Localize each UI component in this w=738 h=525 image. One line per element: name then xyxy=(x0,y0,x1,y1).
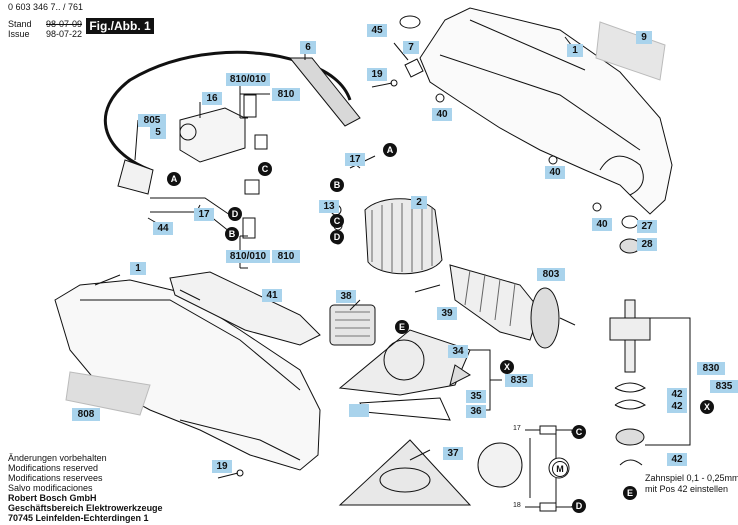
part-tag-808: 808 xyxy=(72,408,100,421)
note-line: Modifications reservees xyxy=(8,473,103,483)
gear-adjust-note: mit Pos 42 einstellen xyxy=(645,484,729,494)
part-tag-44: 44 xyxy=(153,222,173,235)
schematic-circle-lg xyxy=(477,442,523,488)
part-tag-17-top: 17 xyxy=(345,153,365,166)
base-plate xyxy=(338,329,471,396)
housing-half-top xyxy=(419,7,673,215)
note-line: Salvo modificaciones xyxy=(8,483,93,493)
part-tag-34: 34 xyxy=(448,345,468,358)
label-808-sheet xyxy=(65,371,151,416)
part-tag-830: 830 xyxy=(697,362,725,375)
stand-label: Stand xyxy=(8,19,32,29)
marker-x-mid: X xyxy=(500,360,514,374)
marker-a-right: A xyxy=(383,143,397,157)
part-tag-17-left: 17 xyxy=(194,208,214,221)
part-tag-37: 37 xyxy=(443,447,463,460)
marker-e-gear: E xyxy=(623,486,637,500)
company-address: 70745 Leinfelden-Echterdingen 1 xyxy=(8,513,149,523)
company-name: Robert Bosch GmbH xyxy=(8,493,97,503)
part-tag-45: 45 xyxy=(367,24,387,37)
stand-date: 98-07-09 xyxy=(46,19,83,29)
part-tag-19-bottom: 19 xyxy=(212,460,232,473)
part-tag-810-010-top: 810/010 xyxy=(226,73,270,86)
figure-label: Fig./Abb. 1 xyxy=(86,18,154,34)
part-tag-41: 41 xyxy=(262,289,282,302)
part-tag-40-c: 40 xyxy=(592,218,612,231)
part-tag-810-010-bottom: 810/010 xyxy=(226,250,270,263)
marker-e-plate: E xyxy=(395,320,409,334)
stator-2 xyxy=(364,198,443,275)
part-tag-1-left: 1 xyxy=(130,262,146,275)
part-tag-27: 27 xyxy=(637,220,657,233)
spindle-gear xyxy=(609,299,651,373)
power-cable xyxy=(103,50,352,172)
part-tag-835-mid: 835 xyxy=(505,374,533,387)
marker-d-mid: D xyxy=(330,230,344,244)
part-tag-42-b: 42 xyxy=(667,400,687,413)
issue-date: 98-07-22 xyxy=(46,29,83,39)
marker-c-left: C xyxy=(258,162,272,176)
part-tag-28: 28 xyxy=(637,238,657,251)
marker-b-left: B xyxy=(225,227,239,241)
part-tag-13: 13 xyxy=(319,200,339,213)
part-tag-5: 5 xyxy=(150,126,166,139)
part-tag-39: 39 xyxy=(437,307,457,320)
part-tag-42-c: 42 xyxy=(667,453,687,466)
schematic-wire-17: 17 xyxy=(513,425,521,432)
marker-b-top: B xyxy=(330,178,344,192)
marker-c-schematic: C xyxy=(572,425,586,439)
part-tag-40-a: 40 xyxy=(432,108,452,121)
note-line: Änderungen vorbehalten xyxy=(8,453,107,463)
part-tag-19-top: 19 xyxy=(367,68,387,81)
marker-a-left: A xyxy=(167,172,181,186)
part-tag-35: 35 xyxy=(466,390,486,403)
part-tag-36: 36 xyxy=(466,405,486,418)
part-tag-810-top: 810 xyxy=(272,88,300,101)
armature-803 xyxy=(449,264,541,341)
part-tag-40-b: 40 xyxy=(545,166,565,179)
marker-c-mid: C xyxy=(330,214,344,228)
motor-symbol: M xyxy=(552,461,568,477)
part-tag-1-top: 1 xyxy=(567,44,583,57)
part-tag-blank xyxy=(349,404,369,417)
schematic-wire-18: 18 xyxy=(513,502,521,509)
marker-d-schematic: D xyxy=(572,499,586,513)
part-tag-6: 6 xyxy=(300,41,316,54)
marker-d-left: D xyxy=(228,207,242,221)
gear-backlash-note: Zahnspiel 0,1 - 0,25mm xyxy=(645,473,738,483)
issue-label: Issue xyxy=(8,29,30,39)
part-tag-9: 9 xyxy=(636,31,652,44)
part-tag-835-right: 835 xyxy=(710,380,738,393)
note-line: Modifications reserved xyxy=(8,463,99,473)
document-number: 0 603 346 7.. / 761 xyxy=(8,2,84,12)
part-tag-42-a: 42 xyxy=(667,388,687,401)
part-tag-810-bottom: 810 xyxy=(272,250,300,263)
part-tag-805: 805 xyxy=(138,114,166,127)
part-tag-7: 7 xyxy=(403,41,419,54)
sanding-pad-37 xyxy=(338,439,472,506)
marker-x-right: X xyxy=(700,400,714,414)
footer-notes: Änderungen vorbehalten Modifications res… xyxy=(8,453,163,523)
part-tag-16: 16 xyxy=(202,92,222,105)
part-tag-2: 2 xyxy=(411,196,427,209)
company-division: Geschäftsbereich Elektrowerkzeuge xyxy=(8,503,163,513)
part-tag-38: 38 xyxy=(336,290,356,303)
part-tag-803: 803 xyxy=(537,268,565,281)
cover-41 xyxy=(169,271,321,346)
